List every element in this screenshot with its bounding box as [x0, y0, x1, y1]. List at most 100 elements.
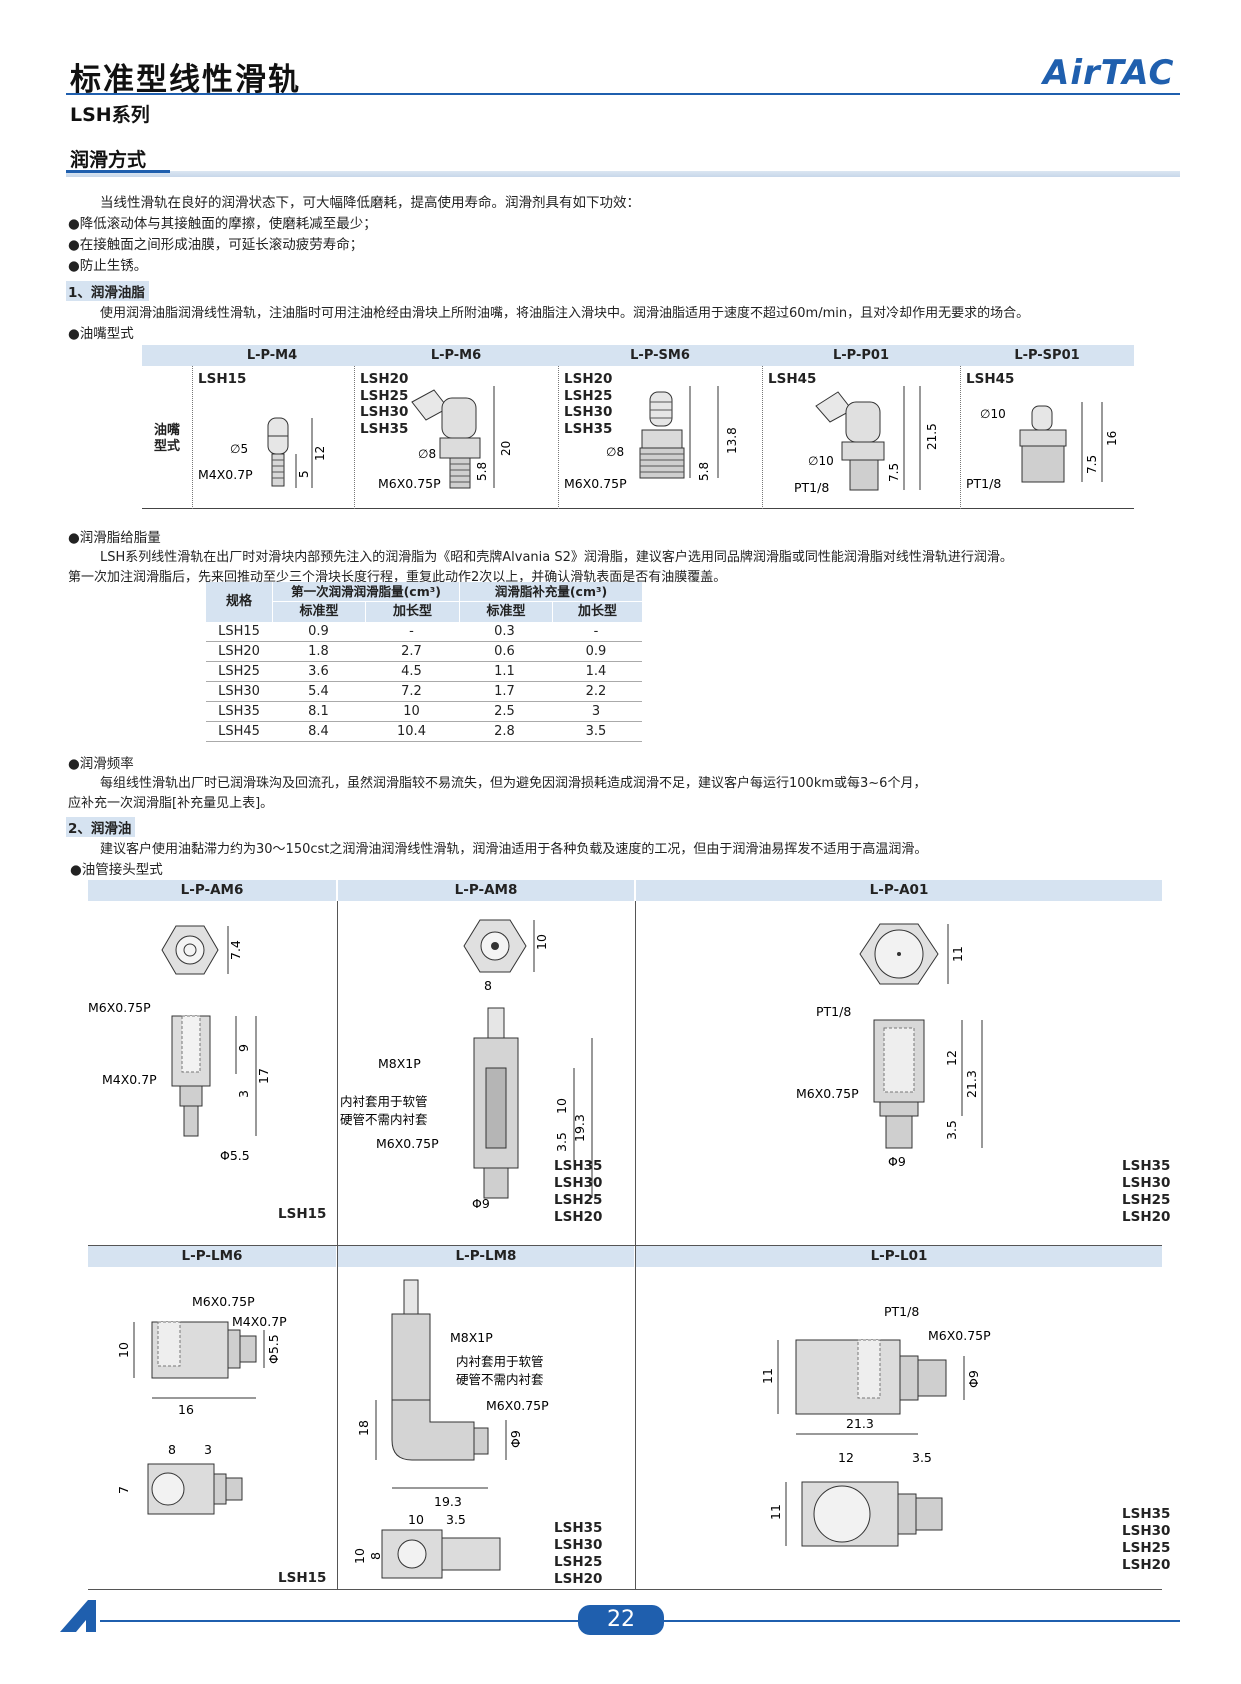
note: 内衬套用于软管 — [340, 1094, 428, 1109]
dim: 11 — [950, 946, 965, 962]
amount-text: LSH系列线性滑轨在出厂时对滑块内部预先注入的润滑脂为《昭和壳牌Alvania … — [100, 550, 1013, 565]
fitting-models: LSH35 LSH30 LSH25 LSH20 — [554, 1520, 602, 1588]
model: LSH30 — [554, 1175, 603, 1191]
fitting-a01-drawing: 11 PT1/8 M6X0.75P Φ9 12 21.3 3.5 — [796, 923, 983, 1169]
dim: 10 — [408, 1512, 424, 1527]
dim: 8 — [484, 978, 492, 993]
fitting-l01-drawing: PT1/8 M6X0.75P 11 21.3 Φ9 12 3.5 11 — [760, 1304, 991, 1547]
table-cell: 0.9 — [308, 624, 329, 639]
table-cell: 1.7 — [494, 684, 515, 699]
table-cell: 7.2 — [401, 684, 422, 699]
nozzle-m4-drawing: ∅5 M4X0.7P 5 12 — [198, 417, 327, 488]
model: LSH20 — [554, 1571, 603, 1587]
model: LSH20 — [1122, 1209, 1171, 1225]
fitting-code: L-P-AM8 — [338, 880, 634, 901]
nozzle-p01-drawing: ∅10 PT1/8 7.5 21.5 — [794, 386, 939, 495]
model: LSH30 — [1122, 1175, 1171, 1191]
dim: 19.3 — [434, 1494, 462, 1509]
nozzle-m6-drawing: ∅8 M6X0.75P 5.8 20 — [378, 386, 513, 491]
nozzle-dim: 21.5 — [925, 423, 939, 450]
thread: M4X0.7P — [102, 1072, 157, 1087]
dim: 3.5 — [912, 1450, 932, 1465]
sub-long: 加长型 — [553, 602, 642, 622]
table-cell: - — [409, 624, 414, 639]
section-underline — [66, 170, 170, 173]
col-divider — [762, 366, 763, 509]
nozzle-code: L-P-M4 — [246, 348, 298, 363]
dim: 3 — [204, 1442, 212, 1457]
thread: M6X0.75P — [796, 1086, 859, 1101]
model: LSH35 — [1122, 1158, 1171, 1174]
nozzle-dim: 5 — [297, 470, 311, 478]
fitting-models: LSH35 LSH30 LSH25 LSH20 — [1122, 1506, 1170, 1574]
section-title: 润滑方式 — [70, 149, 147, 171]
nozzle-dim: 20 — [499, 441, 513, 456]
dim: 21.3 — [964, 1070, 979, 1098]
dim: 3 — [236, 1090, 251, 1098]
table-cell: 1.4 — [585, 664, 607, 679]
col-spec: 规格 — [206, 582, 272, 622]
dim: 10 — [534, 934, 549, 950]
model: LSH25 — [564, 387, 613, 404]
dim: 19.3 — [572, 1114, 587, 1142]
freq-text: 每组线性滑轨出厂时已润滑珠沟及回流孔，虽然润滑脂较不易流失，但为避免因润滑损耗造… — [100, 776, 927, 791]
model: LSH30 — [554, 1537, 603, 1553]
dim: 16 — [178, 1402, 194, 1417]
intro-lead: 当线性滑轨在良好的润滑状态下，可大幅降低磨耗，提高使用寿命。润滑剂具有如下功效： — [100, 195, 640, 211]
grease-heading: 1、润滑油脂 — [66, 281, 149, 301]
dim: Φ9 — [508, 1430, 523, 1448]
table-cell: 0.6 — [494, 644, 515, 659]
nozzle-sm6-drawing: ∅8 M6X0.75P 5.8 13.8 — [564, 386, 739, 491]
table-cell: LSH20 — [218, 644, 260, 659]
intro-bullet: ●在接触面之间形成油膜，可延长滚动疲劳寿命； — [68, 237, 364, 253]
sub-std: 标准型 — [460, 602, 552, 622]
nozzle-model: LSH15 — [198, 371, 247, 387]
dim: 10 — [554, 1098, 569, 1114]
dim: 21.3 — [846, 1416, 874, 1431]
thread: PT1/8 — [884, 1304, 919, 1319]
model: LSH25 — [554, 1554, 603, 1570]
nozzle-model: LSH45 — [966, 371, 1015, 387]
model: LSH20 — [554, 1209, 603, 1225]
model: LSH20 — [360, 371, 409, 387]
col-divider — [960, 366, 961, 509]
nozzle-dim: 7.5 — [887, 463, 901, 482]
dim: 11 — [760, 1368, 775, 1384]
model: LSH20 — [1122, 1557, 1171, 1573]
table-cell: 3.6 — [308, 664, 329, 679]
table-cell: 5.4 — [308, 684, 329, 699]
page-number: 22 — [578, 1605, 664, 1635]
note: 内衬套用于软管 — [456, 1354, 544, 1369]
model: LSH30 — [1122, 1523, 1171, 1539]
table-cell: 8.1 — [308, 704, 329, 719]
table-cell: 10.4 — [397, 724, 426, 739]
dim: 3.5 — [446, 1512, 466, 1527]
thread: M4X0.7P — [232, 1314, 287, 1329]
table-cell: LSH15 — [218, 624, 260, 639]
oil-heading: 2、润滑油 — [66, 817, 136, 837]
brand-mark-icon — [60, 1600, 96, 1632]
model: LSH35 — [1122, 1506, 1171, 1522]
model: LSH25 — [1122, 1540, 1171, 1556]
dim: 11 — [768, 1504, 783, 1520]
sub-std: 标准型 — [273, 602, 365, 622]
thread: M6X0.75P — [88, 1000, 151, 1015]
fitting-code: L-P-A01 — [636, 880, 1162, 901]
nozzle-table-header — [142, 345, 1134, 366]
grease-desc: 使用润滑油脂润滑线性滑轨，注油脂时可用注油枪经由滑块上所附油嘴，将油脂注入滑块中… — [100, 306, 1030, 321]
fitting-lm8-drawing: M8X1P 内衬套用于软管 硬管不需内衬套 M6X0.75P 18 Φ9 19.… — [352, 1279, 549, 1579]
nozzle-dim: 13.8 — [725, 427, 739, 454]
nozzle-table: L-P-M4 L-P-M6 L-P-SM6 L-P-P01 L-P-SP01 油… — [142, 345, 1134, 509]
nozzle-dim: ∅10 — [808, 454, 834, 468]
nozzle-dim: 12 — [313, 446, 327, 461]
grid-divider — [88, 1245, 1162, 1246]
table-cell: 4.5 — [401, 664, 422, 679]
model: LSH30 — [360, 404, 409, 420]
nozzle-dim: ∅10 — [980, 407, 1006, 421]
model: LSH35 — [554, 1158, 603, 1174]
fitting-code: L-P-LM8 — [338, 1246, 634, 1267]
table-cell: 2.7 — [401, 644, 422, 659]
